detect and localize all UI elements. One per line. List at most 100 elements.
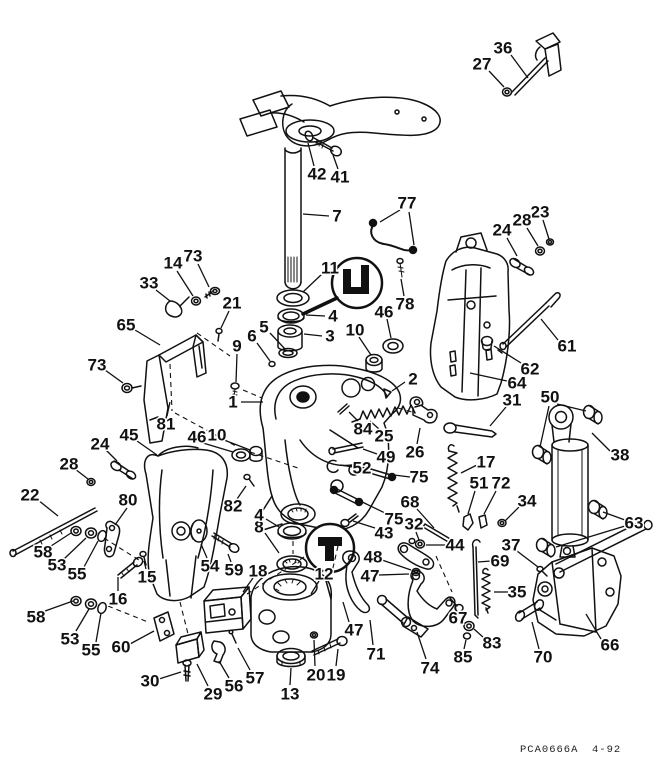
callout-label-29: 29	[204, 685, 223, 704]
leader-line-80	[114, 507, 128, 526]
callout-label-70: 70	[534, 648, 553, 667]
callout-label-37: 37	[502, 536, 521, 555]
callout-label-4: 4	[328, 307, 338, 326]
callout-label-6: 6	[247, 327, 256, 346]
leader-line-62	[493, 345, 522, 364]
leader-line-45	[136, 440, 158, 456]
leader-line-77	[379, 209, 401, 223]
leader-line-85	[463, 639, 467, 650]
leader-line-81	[166, 401, 171, 417]
leader-line-26	[416, 427, 421, 445]
leader-line-6	[256, 342, 271, 362]
leader-line-4	[305, 314, 326, 317]
leader-line-22	[37, 499, 59, 517]
callout-label-48: 48	[364, 548, 383, 567]
leader-line-21	[220, 310, 230, 329]
callout-label-20: 20	[307, 666, 326, 685]
leader-line-34	[504, 506, 520, 522]
callout-label-73-2: 73	[184, 247, 203, 266]
callout-label-18: 18	[249, 562, 268, 581]
callout-label-56: 56	[225, 677, 244, 696]
callout-label-15: 15	[138, 568, 157, 587]
callout-label-24: 24	[493, 221, 512, 240]
springs-links-art	[326, 388, 548, 622]
leader-line-59	[227, 553, 232, 563]
leader-line-69	[477, 560, 492, 563]
callout-label-59: 59	[225, 561, 244, 580]
clip-washer-bolt-art	[164, 286, 223, 342]
retainer-inset-circle	[301, 256, 384, 316]
leader-line-18	[242, 577, 254, 593]
callout-label-66: 66	[601, 636, 620, 655]
callout-label-69: 69	[491, 552, 510, 571]
callout-label-61: 61	[558, 337, 577, 356]
leader-line-68	[416, 508, 435, 529]
leader-line-78	[400, 278, 405, 297]
callout-label-19: 19	[327, 666, 346, 685]
callout-label-28-2: 28	[60, 455, 79, 474]
port-bracket-hardware-art	[9, 445, 263, 682]
footer-part-code: PCA0666A	[520, 744, 578, 756]
leader-line-58	[44, 600, 74, 612]
callout-label-41: 41	[331, 168, 350, 187]
cable-art	[368, 218, 418, 255]
leader-line-47-2	[342, 601, 350, 623]
leader-line-36	[510, 54, 529, 79]
leader-line-2	[391, 381, 406, 392]
leader-line-8	[264, 532, 280, 554]
leader-line-63	[555, 525, 626, 548]
callout-label-26: 26	[406, 443, 425, 462]
steering-shaft-art	[284, 147, 302, 290]
leader-line-51	[467, 490, 476, 515]
callout-label-73: 73	[88, 356, 107, 375]
stern-bracket-art	[429, 232, 561, 401]
leader-line-74	[416, 631, 427, 660]
callout-label-5: 5	[259, 318, 268, 337]
callout-label-17: 17	[477, 453, 496, 472]
callout-label-34: 34	[518, 492, 537, 511]
callout-label-35: 35	[508, 583, 527, 602]
leader-line-37	[516, 550, 539, 568]
callout-label-63: 63	[625, 514, 644, 533]
leader-line-25	[369, 420, 380, 430]
leader-line-61	[540, 318, 559, 341]
callout-label-58-2: 58	[34, 543, 53, 562]
lever-cluster-art	[309, 542, 475, 656]
callout-label-11: 11	[321, 259, 339, 278]
leader-line-15	[143, 560, 147, 570]
leader-line-65	[134, 329, 161, 346]
leader-line-31	[489, 406, 507, 427]
leader-line-30	[158, 671, 182, 680]
swivel-housing-art	[250, 522, 333, 668]
callout-label-49: 49	[377, 448, 396, 467]
leader-line-50	[539, 405, 550, 448]
leader-line-46	[386, 318, 392, 339]
leader-line-55-2	[83, 540, 99, 568]
leader-line-55	[95, 612, 102, 643]
callout-label-16: 16	[109, 590, 128, 609]
leader-line-54	[200, 543, 208, 559]
leader-line-24	[506, 237, 518, 257]
callout-label-13: 13	[281, 685, 300, 704]
callout-label-64: 64	[508, 374, 527, 393]
tilt-lever-art	[501, 32, 562, 97]
callout-label-78: 78	[396, 295, 415, 314]
callout-label-84: 84	[354, 420, 373, 439]
leader-line-33	[155, 289, 171, 302]
leader-line-7	[302, 213, 330, 217]
leader-line-58-2	[50, 532, 72, 547]
callout-label-51: 51	[470, 474, 489, 493]
callout-label-22: 22	[21, 486, 40, 505]
callout-label-46-2: 46	[188, 428, 207, 447]
leader-line-71	[369, 619, 374, 646]
leader-line-9	[235, 353, 238, 383]
callout-label-55: 55	[82, 641, 101, 660]
callout-label-53-2: 53	[48, 556, 67, 575]
callout-label-31: 31	[503, 391, 522, 410]
leader-line-75	[393, 474, 411, 478]
steering-arm-art	[239, 90, 441, 147]
callout-label-14: 14	[164, 254, 183, 273]
callout-label-9: 9	[232, 337, 241, 356]
